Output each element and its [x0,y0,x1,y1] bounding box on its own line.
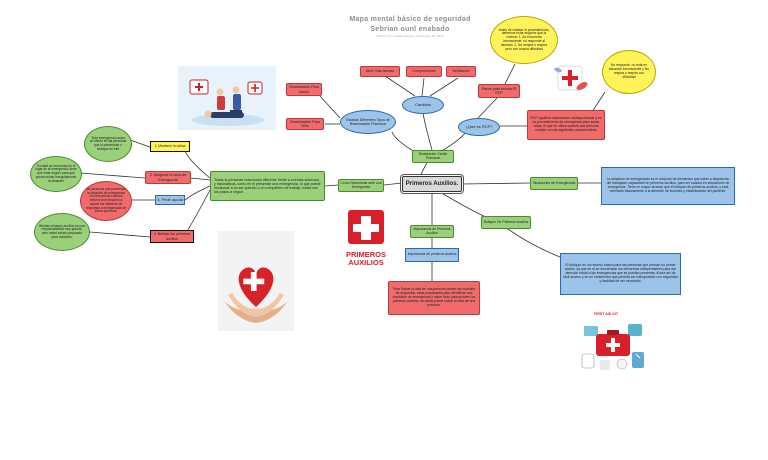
como-reaccionar-desc[interactable]: Todas la personas reaccionan diferente f… [210,171,325,201]
paso-1-node[interactable]: 1. Mantener la calma [150,141,190,152]
first-aid-kit-image: FIRST AID KIT [578,310,648,374]
page-byline: William Tine Cuales Hunjelo | Noviembre … [376,34,444,38]
pasos-rcp-node[interactable]: Pasos para brindar El RCP [478,84,520,98]
link-central-botiquin [439,191,491,220]
rcp-bubble[interactable]: No responde, no está en situación incons… [602,50,656,94]
red-cross-icon [348,210,384,244]
situaciones-desc[interactable]: La situación de emergencias es el conjun… [601,167,735,205]
first-aid-kit-icon [581,324,644,370]
primeros-auxilios-logo: PRIMEROS AUXILIOS [345,210,387,267]
link-botiquin-desc [504,226,561,258]
link-quees-pasos [477,97,498,119]
bubble-asegurar-zona[interactable]: Si usted se encuentra en el lugar de la … [30,156,82,192]
paso-2-node[interactable]: 2. Asegurar la zona de Emergencia [145,171,191,184]
como-reaccionar-node[interactable]: Como Reaccionar ante una Emergencia [338,179,384,192]
bubble-brindar-auxilios[interactable]: Brindar primeros auxilios es una respons… [34,213,90,251]
cpr-illustration [178,66,276,130]
link-rcp-quees [439,131,467,153]
link-central-sit [461,182,531,185]
cambios-node[interactable]: Cambios [402,96,444,114]
link-estados-adulto [319,95,341,119]
logo-line-2: AUXILIOS [348,258,384,267]
bubble-pedir-ayuda[interactable]: Las personas que presencian la situación… [80,181,132,221]
importancia-node[interactable]: Importancia de Primeros Auxilios [410,225,454,238]
link-paso1-bubble [129,139,151,148]
compresiones-node[interactable]: Compresiones [406,66,442,77]
pills-illustration [552,60,592,96]
importancia-desc[interactable]: Para Salvar la vida de una persona puede… [388,281,480,315]
link-cambios-via [384,75,416,97]
central-topic[interactable]: Primeros Auxilios. [402,176,462,192]
link-paso2-bubble [79,172,146,179]
logo-line-1: PRIMEROS [345,250,386,259]
ventilacion-node[interactable]: Ventilación [446,66,476,77]
kit-label: FIRST AID KIT [594,312,619,316]
link-cambios-vent [429,77,459,97]
link-pasos-desc [504,63,516,85]
link-rcp-cambios [422,112,433,151]
botiquin-node[interactable]: Botiquín De Primeros Auxilios [481,216,531,229]
situaciones-node[interactable]: Situaciones de Emergencias [530,177,578,190]
pasos-rcp-desc[interactable]: Antes de realizar el procedimiento, debe… [490,16,558,64]
heart-hands-image [218,231,294,331]
link-cambios-comp [421,77,425,97]
page-subtitle: Sebrian ounl enabado [370,26,450,33]
link-central-como [383,182,403,186]
link-paso4-bubble [89,231,151,238]
link-desc-paso3 [183,185,211,202]
paso-3-node[interactable]: 3. Pedir ayuda [155,195,185,205]
que-es-rcp-node[interactable]: ¿Que es RCP? [458,118,500,136]
rcp-definicion[interactable]: RCP significa reanimación cardiopulmonar… [527,110,605,140]
estados-rcp-node[interactable]: Estados Diferentes Tipos de Reanimación … [340,110,396,134]
realizacion-rcp-node[interactable]: Realización Cardio Pulmonar [412,150,454,163]
via-aerea-node[interactable]: Abrir Vías Aereas [360,66,400,77]
bubble-mantener-calma[interactable]: Toda emergencia causa un efecto en las p… [84,126,132,162]
paso-4-node[interactable]: 4. Brindar los primeros auxilios [150,230,194,243]
reanimacion-adulto-node[interactable]: Reanimación Para Adulto [286,83,322,96]
link-rcp-estados [391,131,416,153]
link-como-desc [324,184,339,187]
botiquin-desc[interactable]: El botiquín es un recurso básico para la… [560,253,681,295]
page-title: Mapa mental básico de seguridad [349,16,471,23]
importancia-2-node[interactable]: Importancia de primeros auxilios [405,248,459,262]
reanimacion-nino-node[interactable]: Reanimación Para Niño [286,118,324,130]
